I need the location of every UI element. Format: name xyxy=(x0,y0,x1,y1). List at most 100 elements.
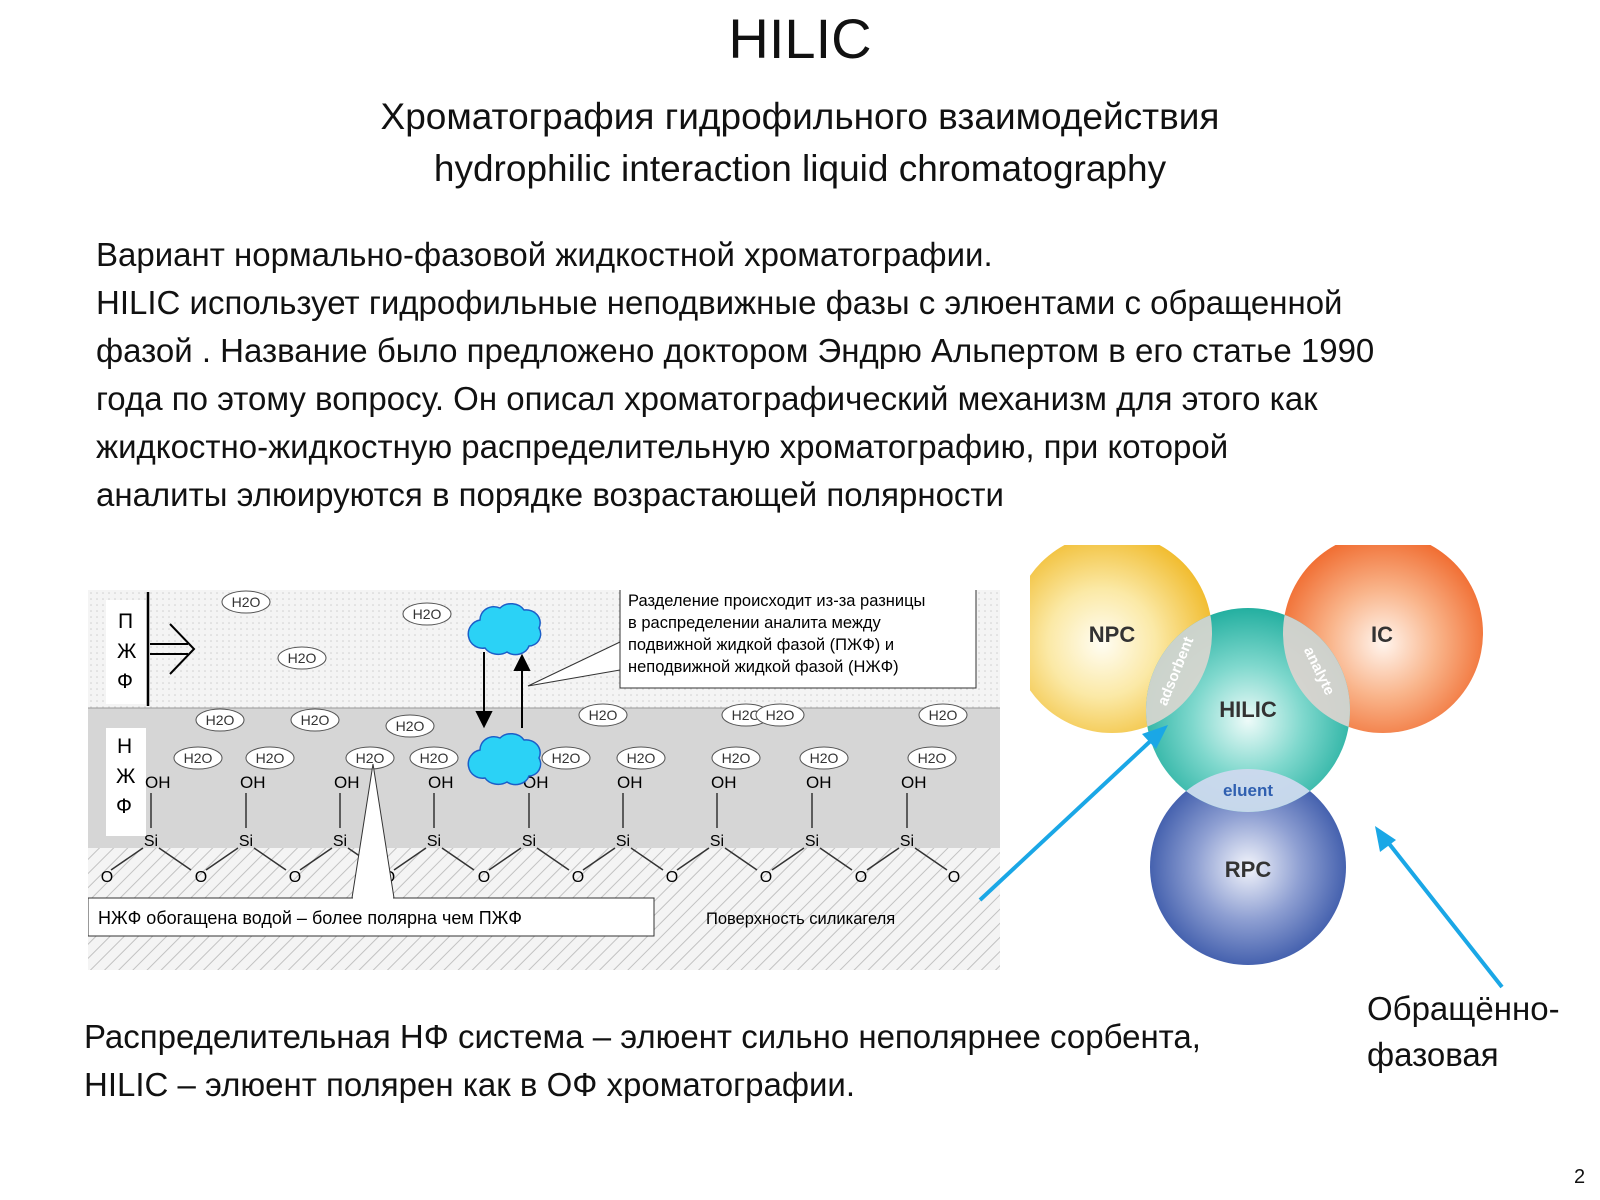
hilic-label: HILIC xyxy=(1219,697,1277,722)
stationary-label-letter: Ж xyxy=(116,765,136,788)
svg-text:H2O: H2O xyxy=(929,707,958,723)
silicon-label: Si xyxy=(427,833,441,850)
water-molecule: H2O xyxy=(907,746,957,770)
rpc-label: RPC xyxy=(1225,857,1272,882)
svg-text:H2O: H2O xyxy=(413,606,442,622)
hydroxyl-label: OH xyxy=(334,773,360,792)
silanol-group: OH Si xyxy=(676,773,758,871)
svg-text:H2O: H2O xyxy=(627,750,656,766)
svg-text:H2O: H2O xyxy=(232,594,261,610)
partition-arrow-down xyxy=(475,652,493,729)
water-molecule: H2O xyxy=(616,746,666,770)
note-box xyxy=(88,897,655,937)
adsorbent-overlap xyxy=(1146,608,1212,733)
water-molecule: H2O xyxy=(578,703,628,727)
svg-text:H2O: H2O xyxy=(356,750,385,766)
svg-text:H2O: H2O xyxy=(396,718,425,734)
silicon-label: Si xyxy=(522,833,536,850)
oxygen-label: O xyxy=(195,869,207,886)
water-molecule: H2O xyxy=(402,602,452,626)
svg-text:H2O: H2O xyxy=(256,750,285,766)
silicon-label: Si xyxy=(710,833,724,850)
stationary-label-letter: Н xyxy=(117,735,132,758)
stationary-label-box xyxy=(106,728,146,836)
page-number: 2 xyxy=(1574,1166,1586,1188)
callout-box xyxy=(619,590,977,689)
paragraph-line: HILIC использует гидрофильные неподвижны… xyxy=(96,284,1343,321)
subtitle-russian: Хроматография гидрофильного взаимодейств… xyxy=(380,96,1220,137)
eluent-label: eluent xyxy=(1223,781,1273,800)
water-molecule: H2O xyxy=(277,646,327,670)
oxygen-label: O xyxy=(572,869,584,886)
water-molecule: H2O xyxy=(173,746,223,770)
hydroxyl-label: OH xyxy=(428,773,454,792)
paragraph-line: аналиты элюируются в порядке возрастающе… xyxy=(96,476,1004,513)
note-pointer-join xyxy=(353,896,393,900)
note-stationary: НЖФ обогащена водой – более полярна чем … xyxy=(98,908,522,928)
hydroxyl-label: OH xyxy=(711,773,737,792)
water-molecule: H2O xyxy=(711,746,761,770)
callout-line: неподвижной жидкой фазой (НЖФ) xyxy=(628,658,899,676)
silicon-label: Si xyxy=(239,833,253,850)
svg-text:H2O: H2O xyxy=(184,750,213,766)
silicon-label: Si xyxy=(144,833,158,850)
silicon-label: Si xyxy=(900,833,914,850)
mobile-label-letter: П xyxy=(118,610,133,633)
svg-text:H2O: H2O xyxy=(552,750,581,766)
hydroxyl-label: OH xyxy=(617,773,643,792)
water-molecule: H2O xyxy=(345,746,395,770)
note-surface: Поверхность силикагеля xyxy=(706,910,895,928)
svg-text:H2O: H2O xyxy=(301,712,330,728)
water-molecule: H2O xyxy=(409,746,459,770)
subtitle-english: hydrophilic interaction liquid chromatog… xyxy=(433,148,1167,189)
svg-text:H2O: H2O xyxy=(589,707,618,723)
partition-arrow-up xyxy=(513,653,531,728)
svg-text:H2O: H2O xyxy=(206,712,235,728)
oxygen-label: O xyxy=(101,869,113,886)
oxygen-label: O xyxy=(948,869,960,886)
hydroxyl-label: OH xyxy=(523,773,549,792)
hydroxyl-label: OH xyxy=(901,773,927,792)
bottom-text-line: HILIC – элюент полярен как в ОФ хроматог… xyxy=(84,1066,856,1103)
mobile-label-letter: Ж xyxy=(117,640,137,663)
water-molecule: H2O xyxy=(195,708,245,732)
silanol-group: OH Si xyxy=(488,773,570,871)
silanol-group: OH Si xyxy=(582,773,664,871)
chromatography-venn-diagram: NPC IC HILIC RPC adsorbent analyte eluen… xyxy=(1030,545,1483,965)
callout-line: Разделение происходит из-за разницы xyxy=(628,592,925,610)
rpc-circle xyxy=(1150,769,1346,965)
npc-label: NPC xyxy=(1089,622,1136,647)
oxygen-label: O xyxy=(855,869,867,886)
oxygen-label: O xyxy=(478,869,490,886)
paragraph-line: фазой . Название было предложено докторо… xyxy=(96,332,1375,369)
paragraph-line: года по этому вопросу. Он описал хромато… xyxy=(96,380,1318,417)
oxygen-label: O xyxy=(289,869,301,886)
paragraph-line: Вариант нормально-фазовой жидкостной хро… xyxy=(96,236,993,273)
silicon-label: Si xyxy=(805,833,819,850)
bottom-text-line: Распределительная НФ система – элюент си… xyxy=(84,1018,1201,1055)
silanol-group: OH Si xyxy=(771,773,853,871)
water-molecule: H2O xyxy=(755,703,805,727)
ic-label: IC xyxy=(1371,622,1393,647)
callout-line: подвижной жидкой фазой (ПЖФ) и xyxy=(628,636,894,654)
water-molecule: H2O xyxy=(799,746,849,770)
side-label-line: Обращённо- xyxy=(1367,990,1560,1027)
callout-line: в распределении аналита между xyxy=(628,614,882,632)
hydroxyl-label: OH xyxy=(806,773,832,792)
mobile-label-box xyxy=(106,600,146,704)
water-molecule: H2O xyxy=(541,746,591,770)
silicon-label: Si xyxy=(616,833,630,850)
silanol-group: OH Si xyxy=(393,773,475,871)
flow-direction-arrow xyxy=(150,623,196,675)
water-molecule: H2O xyxy=(385,714,435,738)
water-molecule: H2O xyxy=(721,703,771,727)
analyte-overlap xyxy=(1283,608,1350,733)
side-label-line: фазовая xyxy=(1367,1036,1499,1073)
water-molecule: H2O xyxy=(290,708,340,732)
svg-text:H2O: H2O xyxy=(732,707,761,723)
paragraph-line: жидкостно-жидкостную распределительную х… xyxy=(96,428,1229,465)
hydroxyl-label: OH xyxy=(240,773,266,792)
